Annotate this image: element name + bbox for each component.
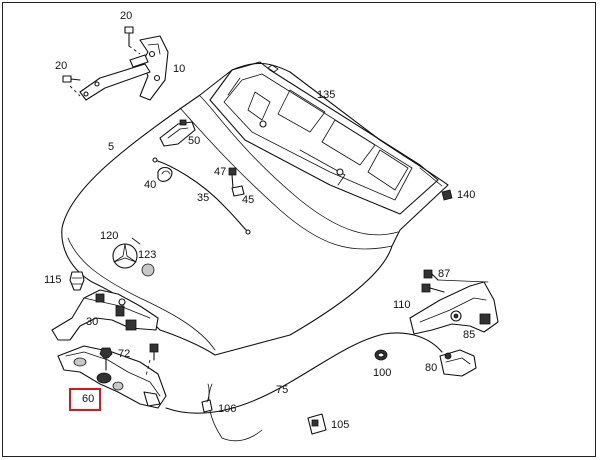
callout-106: 106: [218, 403, 237, 415]
callout-80: 80: [425, 362, 438, 374]
callout-45: 45: [242, 194, 255, 206]
cable-75: [165, 332, 443, 414]
clip-45: [231, 185, 245, 197]
screw-72: [99, 347, 113, 359]
callout-105: 105: [331, 419, 350, 431]
callout-35: 35: [197, 192, 210, 204]
hood-front-edge: [67, 237, 216, 351]
callout-20-top: 20: [120, 10, 133, 22]
star-emblem-120: [112, 243, 138, 269]
callout-100: 100: [373, 367, 392, 379]
bolt-110: [421, 283, 431, 293]
callout-60: 60: [82, 393, 95, 405]
callout-140: 140: [457, 189, 476, 201]
bolt-87: [423, 269, 433, 279]
callout-20-left: 20: [55, 60, 68, 72]
bearing-40: [157, 166, 173, 182]
callout-87: 87: [438, 268, 451, 280]
callout-10: 10: [173, 63, 186, 75]
callout-72: 72: [118, 348, 131, 360]
rod-35: [154, 159, 249, 233]
hinge-arm: [79, 63, 151, 101]
hood-side-crease: [199, 95, 399, 236]
callout-135: 135: [317, 89, 336, 101]
callout-115: 115: [44, 274, 62, 286]
callout-50: 50: [188, 135, 201, 147]
callout-75: 75: [276, 384, 289, 396]
callout-60-highlight: [69, 388, 101, 411]
callout-85: 85: [463, 329, 476, 341]
clip-47: [228, 167, 237, 176]
callout-30: 30: [86, 316, 99, 328]
callout-5: 5: [108, 141, 115, 153]
callout-47: 47: [214, 166, 227, 178]
callout-110: 110: [393, 299, 411, 311]
bolt-20-left: [62, 75, 72, 83]
callout-40: 40: [144, 179, 157, 191]
callout-123: 123: [138, 249, 157, 261]
grommet-123: [141, 263, 155, 277]
hood-inner-frame-inner: [223, 73, 413, 201]
screw-near-hood: [149, 343, 159, 353]
clip-140: [441, 189, 453, 201]
bolt-20-top: [124, 26, 134, 34]
buffer-115: [69, 271, 85, 291]
hood-inner-frame: [209, 61, 439, 215]
hood-crease-2: [179, 107, 393, 250]
callout-120: 120: [100, 230, 119, 242]
